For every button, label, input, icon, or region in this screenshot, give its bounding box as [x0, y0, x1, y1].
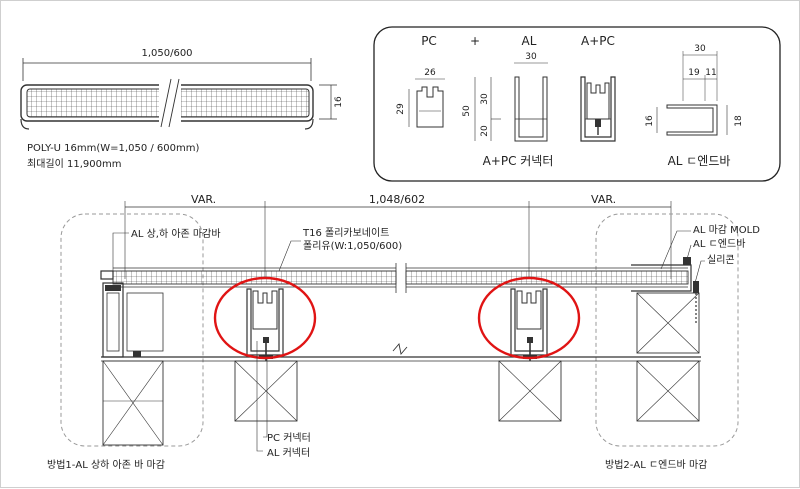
panel-elevation: 1,050/600 16 POLY-U 16mm(W=1,050 / 600mm…: [20, 48, 344, 170]
label-silicone: 실리콘: [707, 254, 735, 266]
endbar-drawing: 30 19 11 16 18: [645, 44, 744, 136]
al-connector-drawing: 30 50 30 20: [462, 52, 548, 142]
section-drawing: VAR. 1,048/602 VAR.: [47, 193, 760, 471]
var-right-label: VAR.: [591, 193, 616, 206]
label-t16-line2: 폴리유(W:1,050/600): [303, 240, 402, 252]
connector-right: [510, 288, 548, 361]
highlight-circle-right: [477, 276, 581, 360]
apc-connector-drawing: [580, 76, 616, 142]
support-posts: [102, 292, 700, 446]
highlight-circle-left: [213, 276, 317, 360]
endbar-height-left-label: 16: [645, 115, 655, 127]
al-height-upper-label: 30: [480, 93, 490, 105]
label-al-mold: AL 마감 MOLD: [693, 224, 760, 236]
var-left-label: VAR.: [191, 193, 216, 206]
caption-apc-connector: A+PC 커넥터: [483, 154, 554, 168]
pc-height-label: 29: [396, 103, 406, 115]
al-height-total-label: 50: [462, 105, 472, 117]
al-width-label: 30: [525, 52, 537, 62]
endbar-height-right-label: 18: [734, 115, 744, 127]
detail-zone-left: [60, 213, 204, 447]
label-al-connector: AL 커넥터: [267, 447, 310, 459]
pc-title: PC: [421, 34, 437, 48]
label-t16-line1: T16 폴리카보네이트: [302, 227, 389, 239]
label-pc-connector: PC 커넥터: [267, 432, 311, 444]
pc-connector-drawing: 26 29: [396, 68, 445, 128]
panel-spec: POLY-U 16mm(W=1,050 / 600mm): [27, 143, 199, 154]
pc-width-label: 26: [424, 68, 436, 78]
caption-method1: 방법1-AL 상하 아존 바 마감: [47, 458, 165, 471]
panel-max-length: 최대길이 11,900mm: [27, 157, 121, 170]
caption-endbar: AL ㄷ엔드바: [668, 154, 731, 168]
label-al-finish-bar: AL 상,하 아존 마감바: [131, 227, 221, 240]
apc-title: A+PC: [581, 34, 615, 48]
center-width-label: 1,048/602: [369, 193, 425, 206]
caption-method2: 방법2-AL ㄷ엔드바 마감: [605, 459, 707, 471]
label-al-endbar: AL ㄷ엔드바: [693, 238, 745, 250]
al-title: AL: [522, 34, 537, 48]
endbar-width-total-label: 30: [694, 44, 706, 54]
connector-left: [246, 288, 284, 361]
detail-zone-right: [595, 213, 739, 447]
endbar-width-a-label: 19: [688, 68, 700, 78]
connector-detail-box: PC + AL A+PC 26 29 30 50 30 20: [373, 26, 781, 182]
panel-thickness-label: 16: [334, 96, 344, 108]
endbar-width-b-label: 11: [705, 68, 716, 78]
plus-sign: +: [470, 34, 480, 48]
al-height-lower-label: 20: [480, 125, 490, 137]
panel-width-label: 1,050/600: [141, 48, 192, 59]
